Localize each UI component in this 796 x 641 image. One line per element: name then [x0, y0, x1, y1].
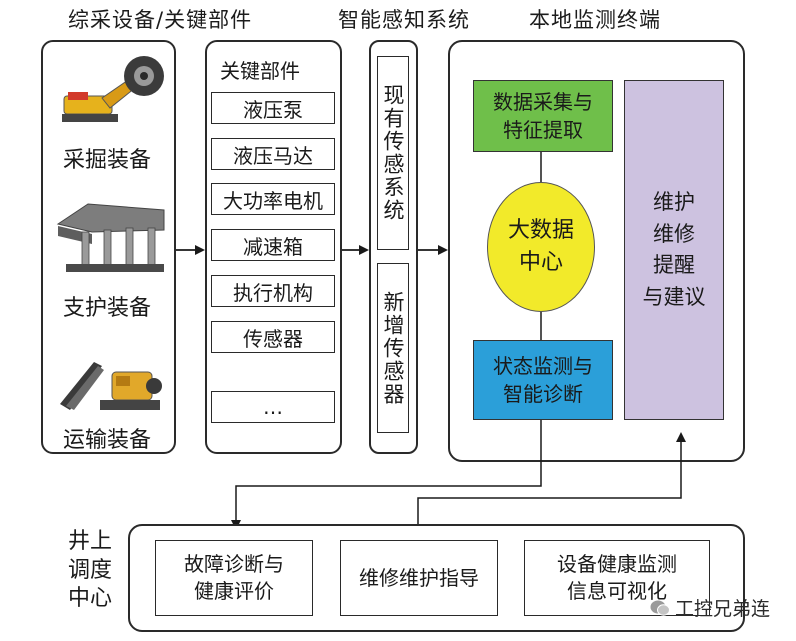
dispatch-center-label: 井上 调度 中心: [67, 529, 112, 612]
health-visualization-label: 设备健康监测 信息可视化: [557, 552, 677, 603]
monitoring-label: 状态监测与 智能诊断: [493, 354, 593, 406]
existing-sensor-box: 现有传感系统: [377, 56, 409, 250]
maintenance-guidance-box: 维修维护指导: [340, 540, 498, 616]
fault-diagnosis-label: 故障诊断与 健康评价: [184, 552, 284, 603]
maintenance-box: 维护 维修 提醒 与建议: [624, 80, 724, 420]
equipment-label-support: 支护装备: [63, 296, 152, 321]
fault-diagnosis-box: 故障诊断与 健康评价: [155, 540, 313, 616]
maintenance-label: 维护 维修 提醒 与建议: [642, 190, 706, 309]
new-sensor-box: 新增传感器: [377, 263, 409, 433]
header-equipment: 综采设备/关键部件: [68, 8, 253, 32]
maintenance-guidance-label: 维修维护指导: [359, 565, 479, 590]
bigdata-center-label: 大数据 中心: [507, 218, 574, 275]
header-perception: 智能感知系统: [338, 8, 470, 32]
part-hydraulic-pump: 液压泵: [211, 92, 335, 124]
equipment-label-mining: 采掘装备: [63, 148, 152, 173]
watermark-text: 工控兄弟连: [675, 598, 771, 620]
part-actuator: 执行机构: [211, 275, 335, 307]
shearer-machine-icon: [62, 56, 164, 122]
new-sensor-label: 新增传感器: [381, 290, 405, 406]
part-sensor: 传感器: [211, 321, 335, 353]
part-hydraulic-motor: 液压马达: [211, 138, 335, 170]
acquisition-label: 数据采集与 特征提取: [493, 90, 593, 142]
acquisition-box: 数据采集与 特征提取: [473, 80, 613, 152]
part-more: …: [211, 391, 335, 423]
parts-title: 关键部件: [220, 59, 300, 83]
wechat-icon: [650, 600, 670, 616]
health-visualization-box: 设备健康监测 信息可视化: [524, 540, 710, 616]
monitoring-box: 状态监测与 智能诊断: [473, 340, 613, 420]
part-gearbox: 减速箱: [211, 229, 335, 261]
equipment-label-transport: 运输装备: [63, 428, 152, 453]
hydraulic-support-icon: [56, 203, 165, 272]
header-terminal: 本地监测终端: [529, 8, 661, 32]
bigdata-center-ellipse: 大数据 中心: [487, 182, 595, 312]
existing-sensor-label: 现有传感系统: [381, 84, 405, 222]
conveyor-icon: [60, 362, 162, 410]
watermark: 工控兄弟连: [650, 594, 770, 621]
part-high-power-motor: 大功率电机: [211, 183, 335, 215]
